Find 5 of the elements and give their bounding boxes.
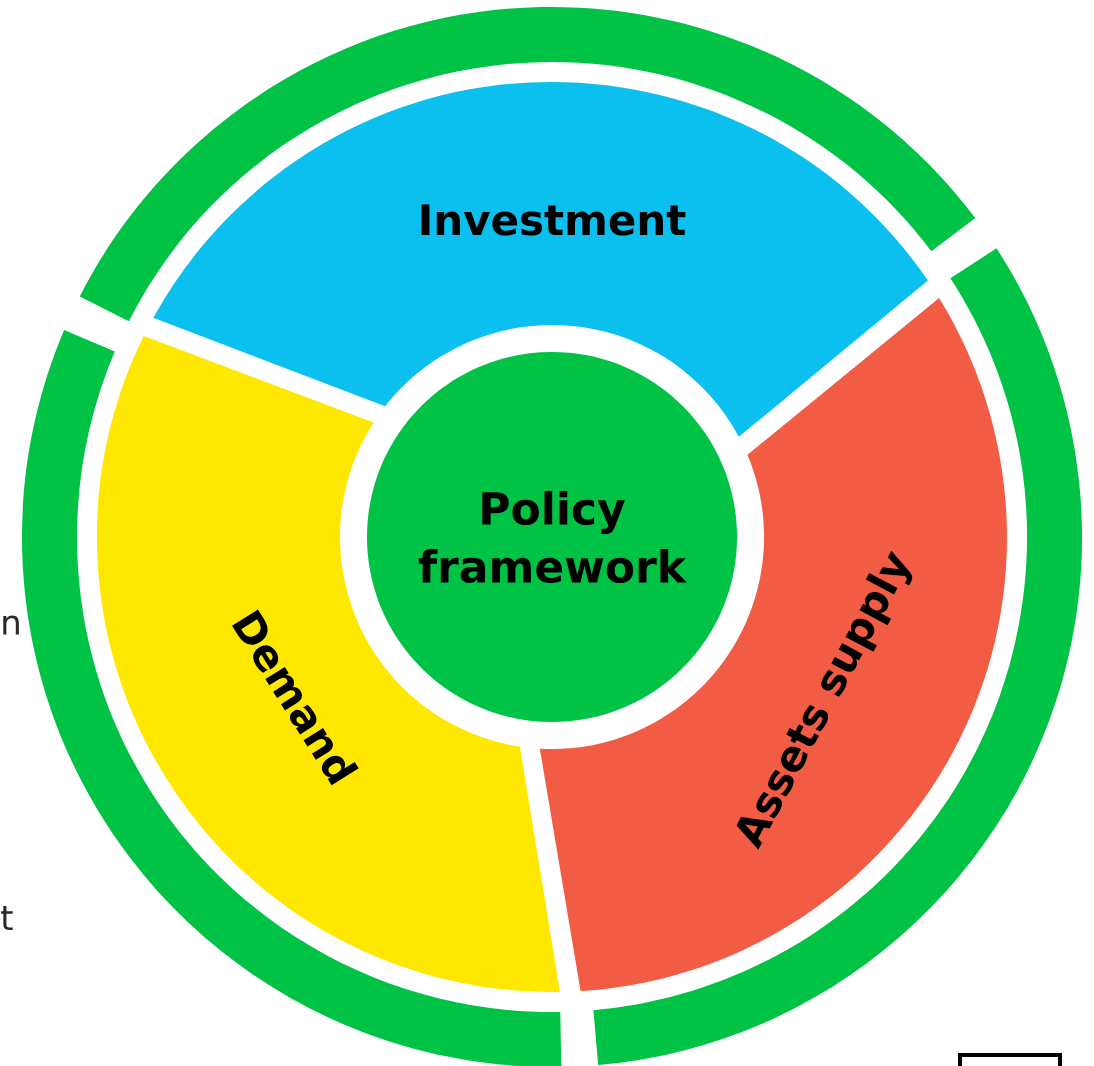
frame-box bbox=[958, 1053, 1062, 1066]
ring-segment bbox=[79, 7, 976, 322]
label-text: t bbox=[1, 906, 13, 930]
investment-segment: Investment bbox=[153, 82, 928, 437]
label-text: n bbox=[3, 615, 19, 635]
